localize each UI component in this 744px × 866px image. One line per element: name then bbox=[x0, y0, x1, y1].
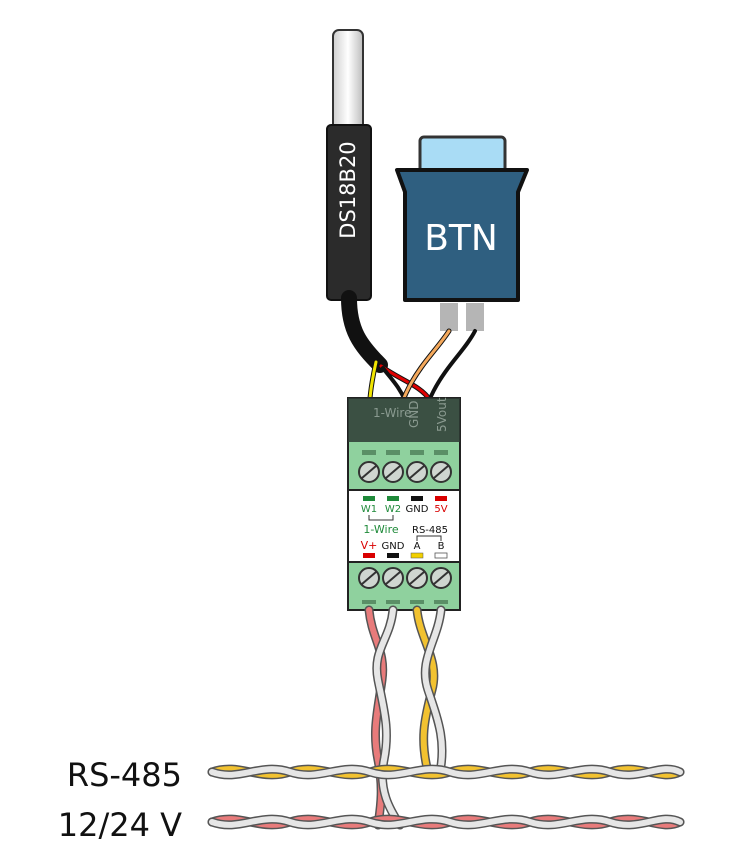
top-marking-1wire: 1-Wire bbox=[373, 406, 411, 420]
pin-label-b: B bbox=[438, 541, 445, 552]
pin-marker-w2 bbox=[387, 496, 399, 501]
button-label: BTN bbox=[424, 218, 498, 259]
button-pin-right bbox=[466, 303, 484, 331]
lower-wires bbox=[207, 605, 685, 830]
btn-button: BTN bbox=[395, 135, 529, 331]
top-marking-5vout: 5Vout bbox=[435, 397, 449, 432]
pin-marker-gnd-top bbox=[411, 496, 423, 501]
button-body bbox=[395, 168, 529, 302]
pin-label-gnd-top: GND bbox=[406, 504, 429, 515]
power-pair-vertical bbox=[364, 605, 405, 830]
pin-marker-a bbox=[410, 552, 424, 559]
rs485-pair-vertical bbox=[412, 605, 447, 777]
rs485-bus-label: RS-485 bbox=[67, 756, 182, 794]
bracket-rs485 bbox=[416, 535, 442, 541]
terminal-module: 1-Wire GND 5Vout W1 W2 GND 5V bbox=[347, 397, 461, 611]
top-screws bbox=[358, 461, 452, 483]
rs485-bus bbox=[207, 764, 685, 780]
pin-label-w2: W2 bbox=[385, 504, 401, 515]
group-label-rs485: RS-485 bbox=[412, 525, 448, 536]
pin-label-w1: W1 bbox=[361, 504, 377, 515]
top-marking-gnd: GND bbox=[407, 400, 421, 428]
power-bus bbox=[207, 814, 685, 830]
ds18b20-sensor: DS18B20 bbox=[326, 29, 388, 373]
pin-marker-b bbox=[434, 552, 448, 559]
pin-label-gnd-bottom: GND bbox=[382, 541, 405, 552]
label-panel bbox=[347, 489, 461, 563]
top-terminal-cap bbox=[348, 398, 460, 442]
button-pin-left bbox=[440, 303, 458, 331]
pin-marker-gnd-bottom bbox=[387, 553, 399, 558]
pin-marker-vplus bbox=[363, 553, 375, 558]
sensor-probe-tip bbox=[332, 29, 364, 131]
pin-label-5v: 5V bbox=[434, 504, 447, 515]
pin-marker-w1 bbox=[363, 496, 375, 501]
power-bus-label: 12/24 V bbox=[58, 806, 182, 844]
sensor-cable bbox=[341, 290, 388, 373]
sensor-label: DS18B20 bbox=[336, 141, 360, 238]
pin-label-a: A bbox=[414, 541, 421, 552]
pin-label-vplus: V+ bbox=[361, 539, 378, 552]
group-label-1wire: 1-Wire bbox=[363, 523, 398, 536]
bottom-screws bbox=[358, 567, 452, 589]
pin-marker-5v bbox=[435, 496, 447, 501]
bracket-1wire bbox=[368, 515, 394, 521]
